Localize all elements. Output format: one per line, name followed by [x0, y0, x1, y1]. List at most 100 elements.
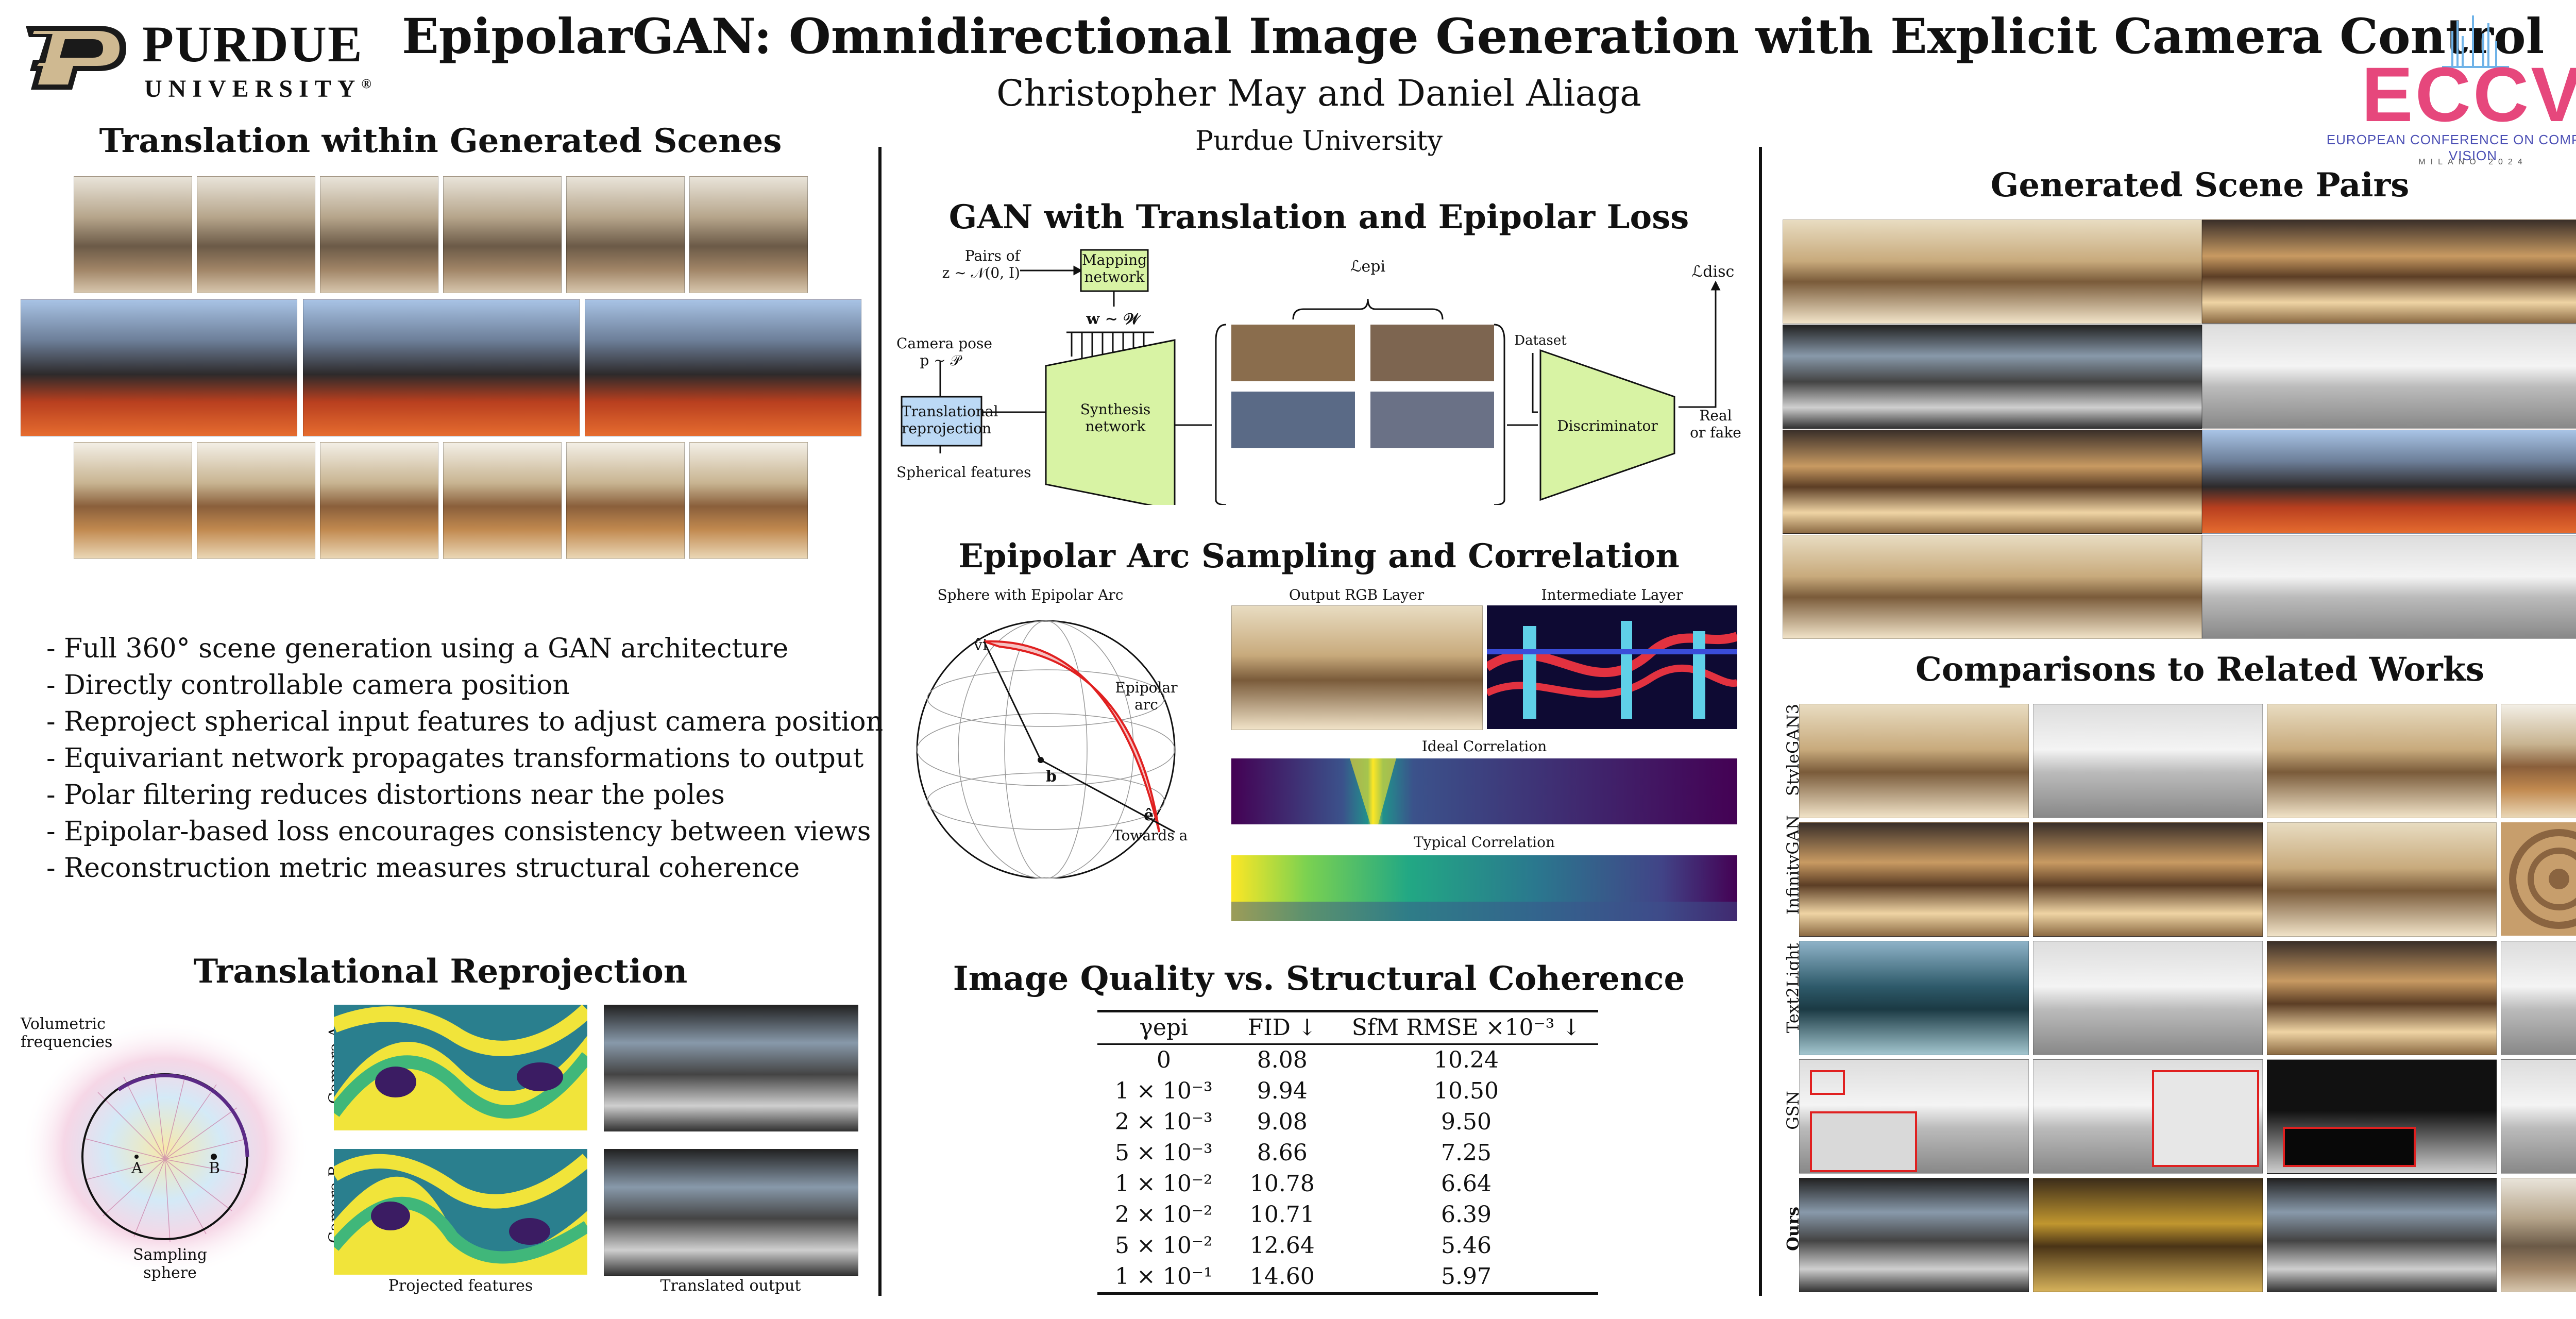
bullet-item: - Reproject spherical input features to …	[46, 706, 884, 737]
section-title-gan: GAN with Translation and Epipolar Loss	[948, 198, 1689, 236]
table-cell: 7.25	[1440, 1140, 1492, 1166]
feature-bullet-list: - Full 360° scene generation using a GAN…	[46, 631, 883, 887]
section-title-comparisons: Comparisons to Related Works	[1915, 650, 2485, 689]
table-cell: 5.46	[1440, 1232, 1492, 1259]
table-cell: 8.66	[1257, 1140, 1308, 1166]
poster-authors: Christopher May and Daniel Aliaga	[996, 72, 1641, 114]
comparison-ours-3	[2267, 1178, 2497, 1292]
generated-view-1	[1231, 325, 1355, 381]
translation-crop-top-4	[443, 176, 562, 293]
comparison-stylegan3-2	[2033, 704, 2263, 818]
epipolar-loss-label: ℒepi	[1350, 258, 1386, 276]
zoom-box-small	[1810, 1070, 1845, 1095]
table-cell: 6.39	[1440, 1202, 1492, 1228]
e-hat-label: ê	[1144, 806, 1154, 824]
dataset-label: Dataset	[1514, 333, 1567, 348]
comparison-gsn-3	[2267, 1059, 2497, 1174]
table-header-gamma: γepi	[1139, 1014, 1189, 1041]
camera-pose-text: Camera pose	[896, 335, 992, 352]
bullet-item: - Polar filtering reduces distortions ne…	[46, 780, 725, 810]
zoom-box-large	[2283, 1127, 2416, 1167]
table-cell: 1 × 10⁻³	[1115, 1078, 1213, 1104]
table-cell: 2 × 10⁻²	[1115, 1202, 1213, 1228]
translated-output-caption: Translated output	[660, 1277, 801, 1295]
table-cell: 0	[1156, 1047, 1171, 1073]
table-cell: 9.08	[1257, 1109, 1308, 1135]
translated-output-camera-a	[604, 1005, 858, 1131]
table-cell: 5 × 10⁻²	[1115, 1232, 1213, 1259]
table-row: 5 × 10⁻² 12.64 5.46	[1097, 1230, 1598, 1261]
registered-mark: ®	[361, 76, 371, 91]
comparison-text2light-1	[1799, 941, 2029, 1055]
b-label: b	[1046, 768, 1057, 786]
comparison-text2light-3	[2267, 941, 2497, 1055]
university-text: UNIVERSITY	[144, 75, 362, 103]
table-cell: 9.94	[1257, 1078, 1308, 1104]
comparison-text2light-2	[2033, 941, 2263, 1055]
zoom-box-large	[1810, 1111, 1917, 1172]
mapping-text: Mapping	[1081, 251, 1147, 268]
generated-view-4	[1370, 392, 1494, 448]
translation-crop-top-2	[197, 176, 315, 293]
spherical-features-label: Spherical features	[896, 464, 1031, 481]
table-cell: 12.64	[1249, 1232, 1315, 1259]
translation-crop-bottom-5	[566, 442, 685, 559]
sphere-caption: Sphere with Epipolar Arc	[937, 586, 1124, 603]
comparison-ours-crop	[2501, 1178, 2576, 1292]
synthesis-network-text: network	[1085, 418, 1146, 435]
translational-reprojection-box	[901, 396, 982, 447]
generated-view-3	[1231, 392, 1355, 448]
towards-a-label: Towards a	[1113, 827, 1188, 844]
table-cell: 10.50	[1433, 1078, 1499, 1104]
generated-view-2	[1370, 325, 1494, 381]
poster-title: EpipolarGAN: Omnidirectional Image Gener…	[402, 8, 2545, 65]
or-fake-text: or fake	[1690, 424, 1741, 441]
eccv-letters: ECCV	[2362, 51, 2576, 129]
university-wordmark: UNIVERSITY®	[144, 71, 371, 102]
poster-affiliation: Purdue University	[1195, 126, 1443, 157]
intermediate-caption: Intermediate Layer	[1541, 586, 1683, 603]
comparison-ours-2	[2033, 1178, 2263, 1292]
network-text: network	[1084, 268, 1145, 285]
scene-pair-3a	[1783, 430, 2202, 534]
comparison-infinitygan-2	[2033, 822, 2263, 937]
point-a-label: A	[131, 1159, 143, 1177]
translated-output-camera-b	[604, 1149, 858, 1276]
table-cell: 10.71	[1249, 1202, 1315, 1228]
milano-skyline-icon: ECCV	[2362, 15, 2576, 129]
comparison-gsn-crop	[2501, 1059, 2576, 1174]
w-distribution-label: w ∼ 𝒲	[1086, 310, 1140, 328]
section-title-scene-pairs: Generated Scene Pairs	[1990, 166, 2410, 205]
table-cell-bold: 6.64	[1440, 1171, 1492, 1197]
translation-crop-top-5	[566, 176, 685, 293]
table-header-rmse: SfM RMSE ×10⁻³ ↓	[1351, 1014, 1581, 1041]
comparison-infinitygan-1	[1799, 822, 2029, 937]
ideal-correlation-heatmap	[1231, 758, 1737, 824]
synthesis-network-box	[1045, 339, 1176, 505]
table-cell: 8.08	[1257, 1047, 1308, 1073]
table-cell: 9.50	[1440, 1109, 1492, 1135]
reprojection-text: reprojection	[902, 420, 992, 437]
typical-correlation-caption: Typical Correlation	[1414, 834, 1555, 851]
epipolar-arc-band	[984, 640, 1160, 833]
z-distribution-text: z ∼ 𝒩(0, I)	[942, 264, 1020, 281]
comparison-gsn-1	[1799, 1059, 2029, 1174]
bullet-item: - Reconstruction metric measures structu…	[46, 853, 800, 884]
column-divider-right	[1759, 147, 1762, 1296]
comparison-infinitygan-3	[2267, 822, 2497, 937]
eccv-logo: ECCV EUROPEAN CONFERENCE ON COMPUTER VIS…	[2318, 10, 2576, 180]
table-cell: 1 × 10⁻²	[1115, 1171, 1213, 1197]
epipolar-arc-sphere	[916, 620, 1176, 878]
bullet-item: - Equivariant network propagates transfo…	[46, 743, 864, 774]
comparison-stylegan3-1	[1799, 704, 2029, 818]
